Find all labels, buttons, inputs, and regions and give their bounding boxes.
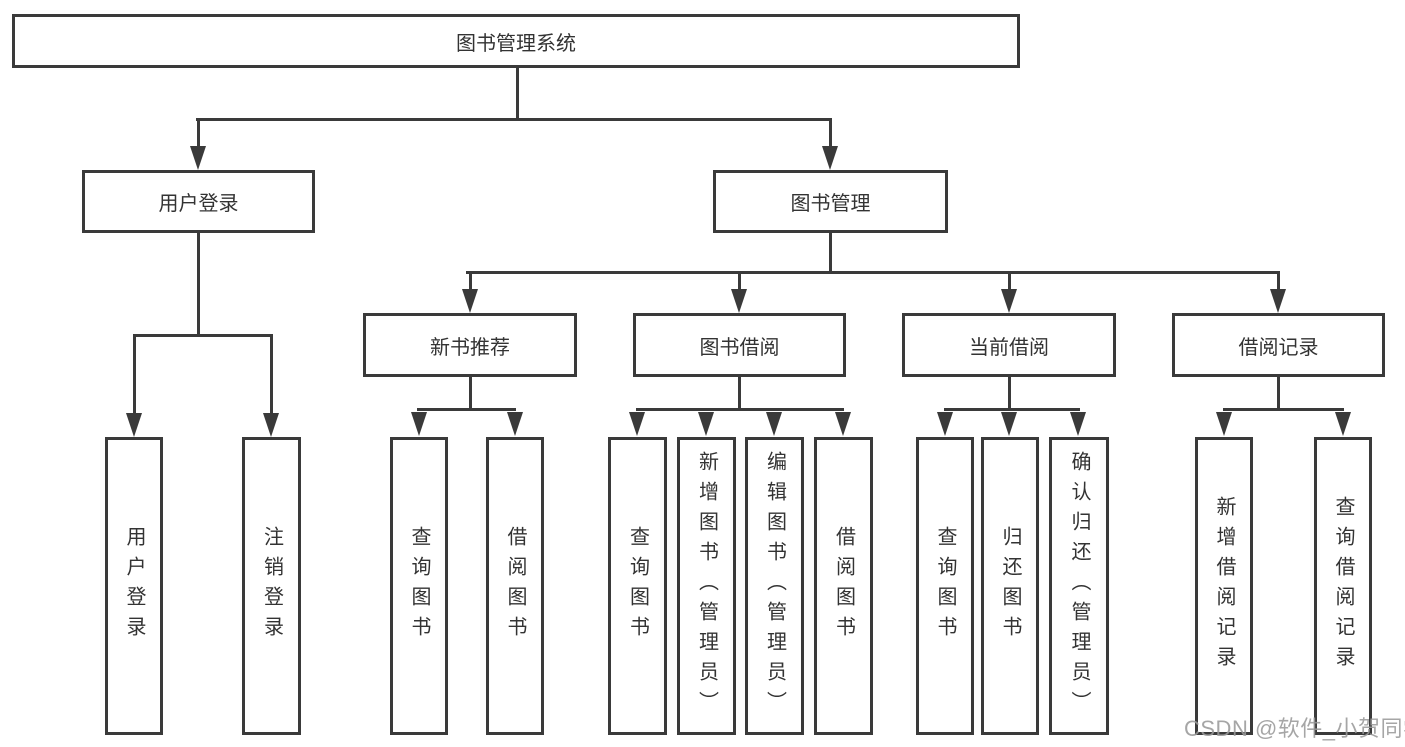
connector-line — [636, 408, 844, 411]
connector-line — [738, 271, 741, 293]
arrow-down-icon — [731, 289, 747, 313]
arrow-down-icon — [1001, 412, 1017, 436]
connector-line — [1277, 375, 1280, 411]
leaf-borrow-books-recommend: 借阅图书 — [486, 437, 544, 735]
connector-line — [1277, 271, 1280, 293]
connector-line — [196, 118, 831, 121]
arrow-down-icon — [698, 412, 714, 436]
arrow-down-icon — [411, 412, 427, 436]
connector-line — [417, 408, 516, 411]
leaf-query-books-recommend: 查询图书 — [390, 437, 448, 735]
connector-line — [944, 408, 1080, 411]
leaf-query-borrow-record: 查询借阅记录 — [1314, 437, 1372, 735]
connector-line — [829, 231, 832, 274]
leaf-add-book-admin: 新增图书（管理员） — [677, 437, 736, 735]
arrow-down-icon — [822, 146, 838, 170]
arrow-down-icon — [1335, 412, 1351, 436]
node-user-login: 用户登录 — [82, 170, 315, 233]
node-book-borrowing: 图书借阅 — [633, 313, 846, 377]
watermark: CSDN @软件_小贺同学 — [1184, 716, 1405, 741]
leaf-query-books-current: 查询图书 — [916, 437, 974, 735]
leaf-query-books-borrow: 查询图书 — [608, 437, 667, 735]
connector-line — [829, 118, 832, 150]
arrow-down-icon — [190, 146, 206, 170]
connector-line — [1008, 271, 1011, 293]
leaf-borrow-books: 借阅图书 — [814, 437, 873, 735]
arrow-down-icon — [766, 412, 782, 436]
leaf-return-books: 归还图书 — [981, 437, 1039, 735]
leaf-logout: 注销登录 — [242, 437, 301, 735]
connector-line — [466, 271, 1280, 274]
arrow-down-icon — [462, 289, 478, 313]
leaf-user-login: 用户登录 — [105, 437, 163, 735]
arrow-down-icon — [1216, 412, 1232, 436]
arrow-down-icon — [937, 412, 953, 436]
node-borrowing-records: 借阅记录 — [1172, 313, 1385, 377]
connector-line — [469, 375, 472, 411]
connector-line — [516, 66, 519, 119]
arrow-down-icon — [507, 412, 523, 436]
node-book-management: 图书管理 — [713, 170, 948, 233]
arrow-down-icon — [263, 413, 279, 437]
node-library-management-system: 图书管理系统 — [12, 14, 1020, 68]
arrow-down-icon — [1070, 412, 1086, 436]
connector-line — [738, 375, 741, 411]
arrow-down-icon — [126, 413, 142, 437]
leaf-edit-book-admin: 编辑图书（管理员） — [745, 437, 804, 735]
connector-line — [270, 334, 273, 414]
arrow-down-icon — [1001, 289, 1017, 313]
connector-line — [133, 334, 273, 337]
node-new-book-recommendation: 新书推荐 — [363, 313, 577, 377]
arrow-down-icon — [1270, 289, 1286, 313]
leaf-add-borrow-record: 新增借阅记录 — [1195, 437, 1253, 735]
connector-line — [197, 231, 200, 336]
arrow-down-icon — [835, 412, 851, 436]
connector-line — [1008, 375, 1011, 411]
leaf-confirm-return-admin: 确认归还（管理员） — [1049, 437, 1109, 735]
connector-line — [1223, 408, 1344, 411]
arrow-down-icon — [629, 412, 645, 436]
connector-line — [469, 271, 472, 293]
node-current-borrowing: 当前借阅 — [902, 313, 1116, 377]
connector-line — [197, 118, 200, 150]
connector-line — [133, 334, 136, 414]
